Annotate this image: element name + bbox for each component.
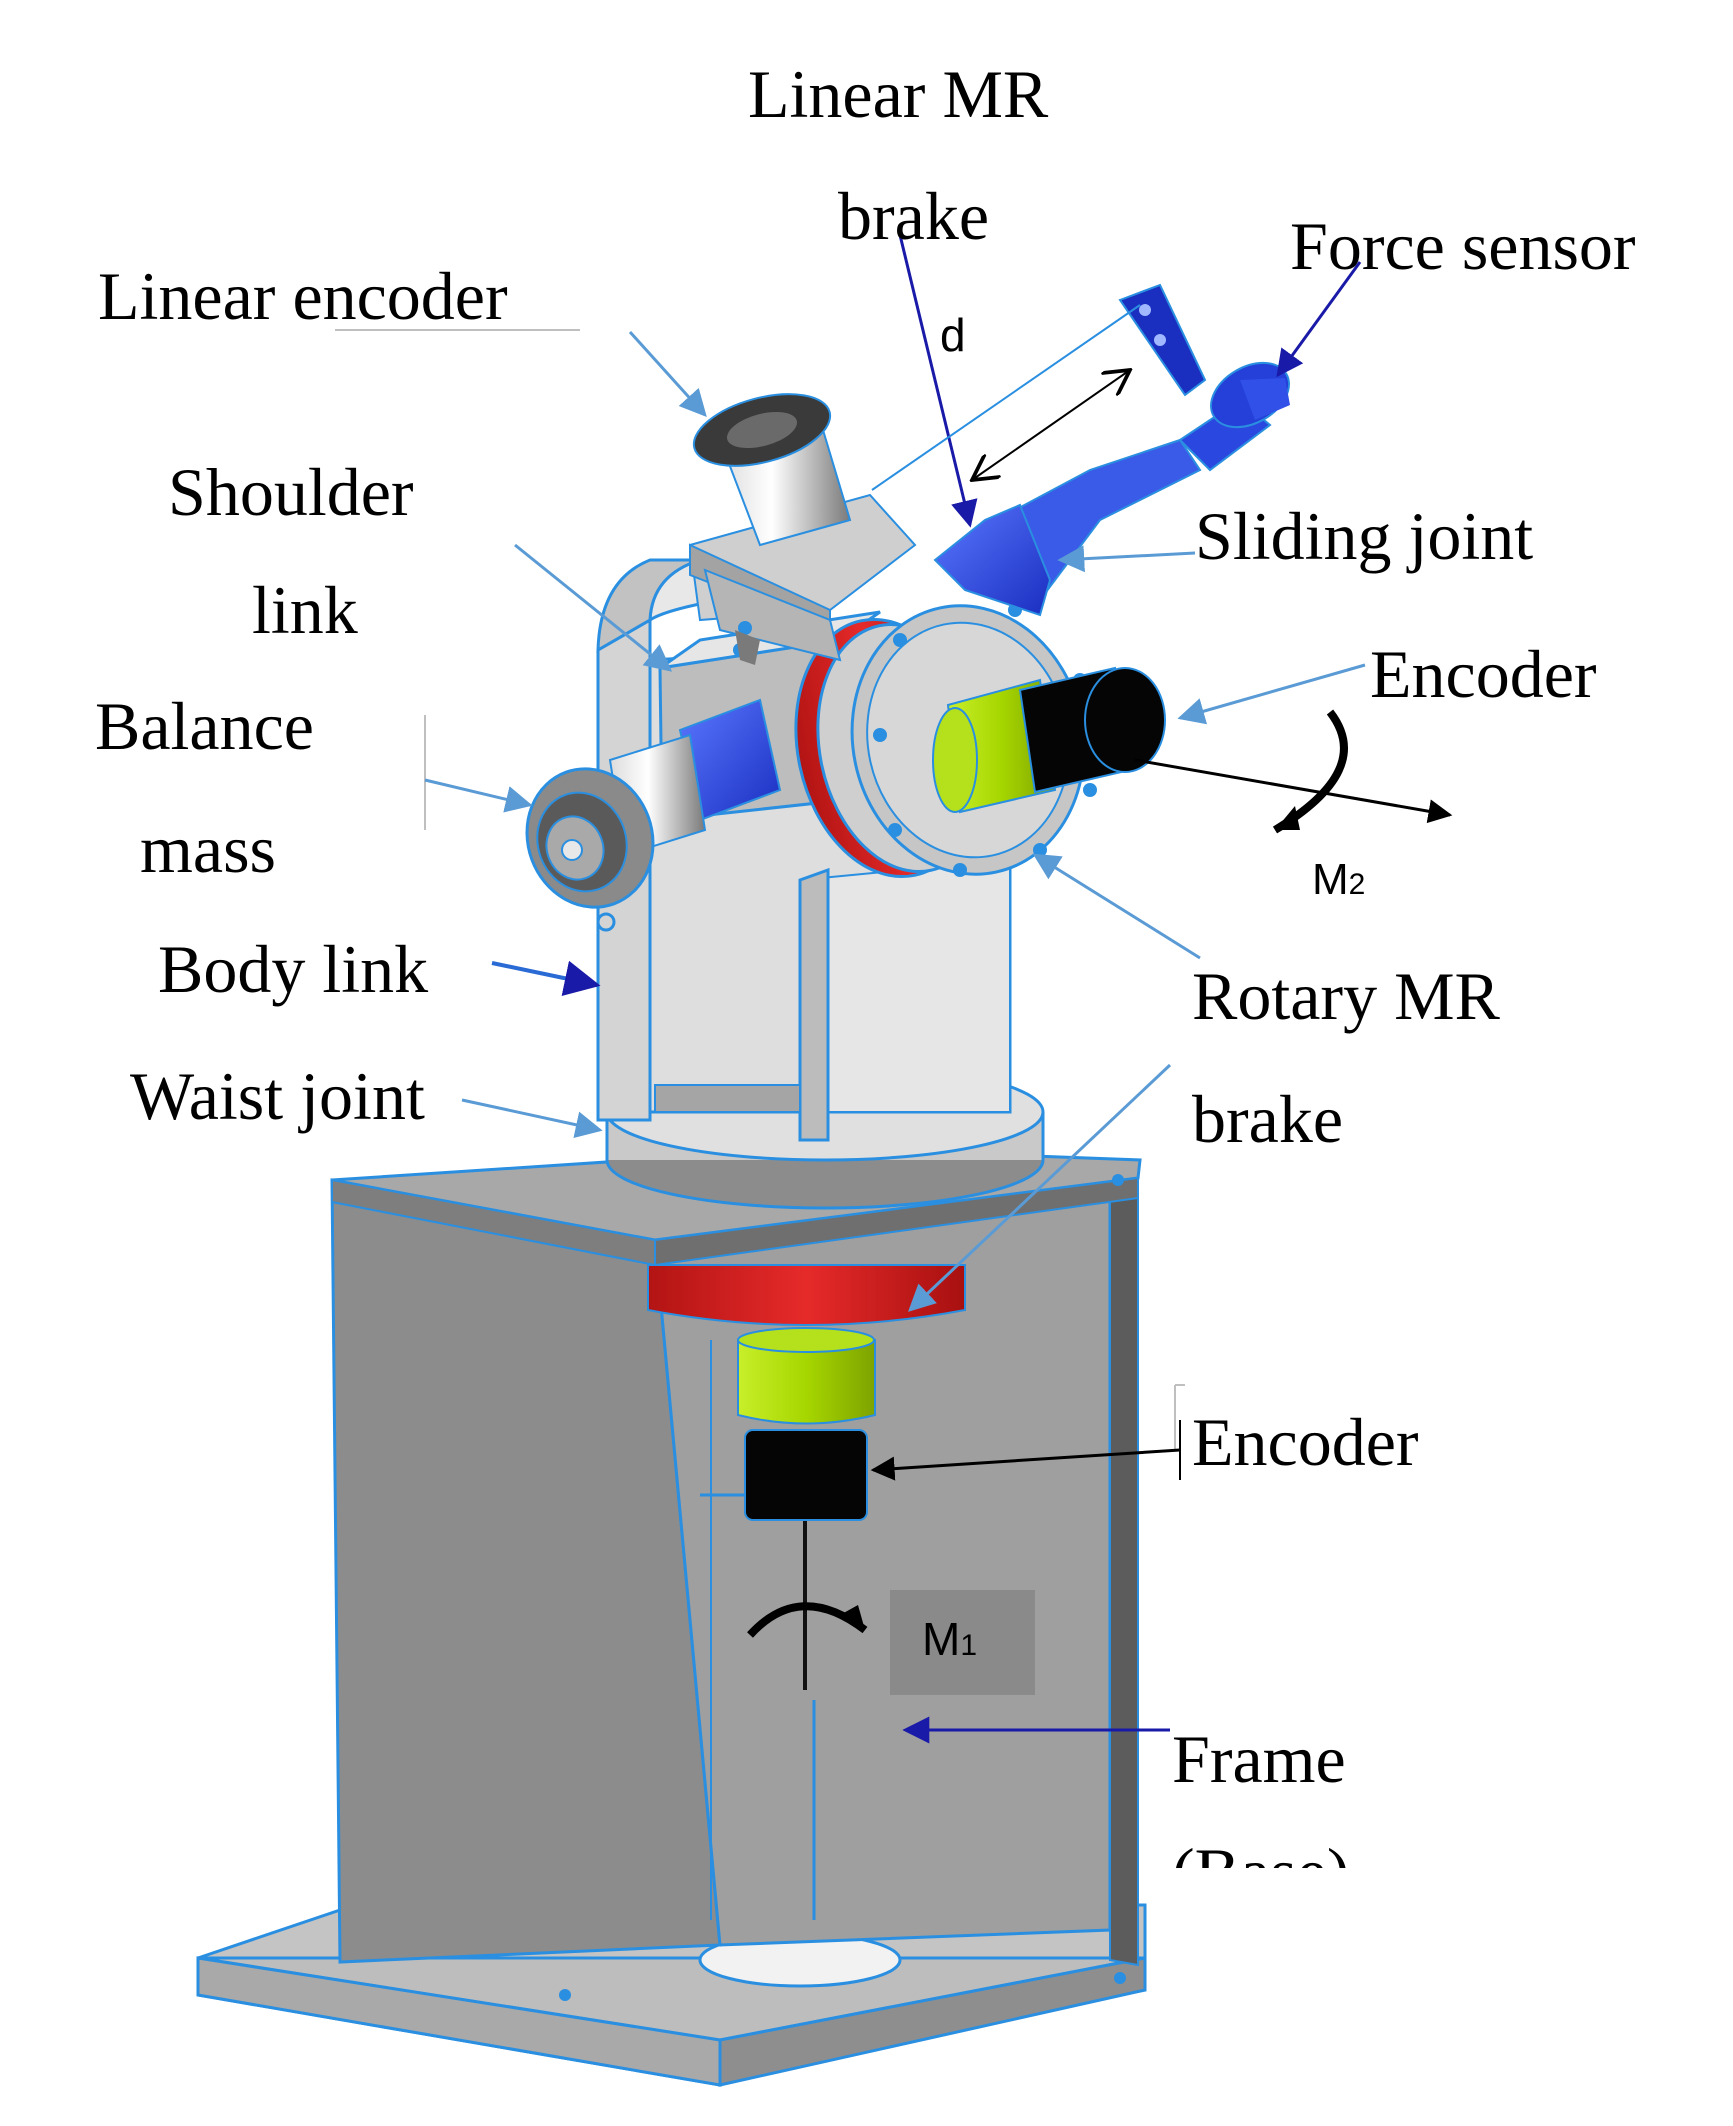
label-shoulder-link-line1: Shoulder (168, 454, 414, 530)
label-force-sensor: Force sensor (1290, 208, 1636, 284)
label-balance-mass-line1: Balance (95, 688, 314, 764)
symbol-m1: M1 (922, 1613, 978, 1665)
label-shoulder-link-line2: link (252, 572, 358, 648)
label-frame-line2: (Base) (1172, 1838, 1349, 1868)
balance-mass (525, 698, 782, 932)
leader-lines (335, 234, 1453, 1744)
label-linear-mr-brake-line1: Linear MR (748, 56, 1049, 132)
label-waist-joint: Waist joint (130, 1058, 425, 1134)
label-rotary-mr-brake-line1: Rotary MR (1192, 958, 1500, 1034)
label-encoder-top: Encoder (1370, 636, 1597, 712)
symbol-m2: M2 (1312, 855, 1366, 904)
shoulder-encoder (932, 666, 1166, 814)
label-frame-line2-clip: (Base) (1172, 1838, 1392, 1868)
label-linear-encoder: Linear encoder (98, 258, 508, 334)
waist-encoder (700, 1327, 876, 1521)
label-body-link: Body link (158, 931, 429, 1007)
waist-mr-brake (647, 1264, 966, 1326)
linear-encoder (688, 393, 917, 665)
label-encoder-bottom: Encoder (1192, 1404, 1419, 1480)
label-rotary-mr-brake-line2: brake (1192, 1081, 1344, 1157)
label-frame-line1: Frame (1172, 1721, 1346, 1797)
label-balance-mass-line2: mass (140, 811, 276, 887)
symbol-d: d (940, 309, 966, 361)
label-linear-mr-brake-line2: brake (838, 178, 990, 254)
label-sliding-joint: Sliding joint (1195, 498, 1534, 574)
